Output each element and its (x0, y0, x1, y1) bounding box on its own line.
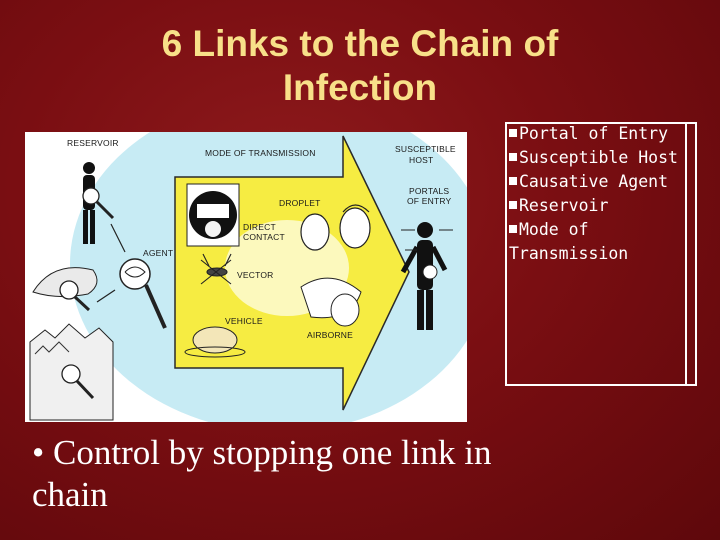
reservoir-arrow-2 (96, 289, 116, 303)
face-left (300, 213, 330, 251)
label-of-entry: OF ENTRY (407, 196, 452, 206)
face-right (339, 207, 371, 249)
susceptible-host-icon (400, 222, 448, 330)
label-droplet: DROPLET (279, 198, 321, 208)
list-item-causative-agent: Causative Agent (509, 170, 684, 194)
label-susceptible: SUSCEPTIBLE (395, 144, 456, 154)
title-line-1: 6 Links to the Chain of (161, 23, 559, 64)
list-item-susceptible-host: Susceptible Host (509, 146, 684, 170)
square-bullet-icon (509, 201, 517, 209)
label-agent: AGENT (143, 248, 173, 258)
droplet-highlight (197, 204, 229, 218)
magnifier-environment (61, 364, 81, 384)
label-airborne: AIRBORNE (307, 330, 353, 340)
mosquito-icon (200, 253, 232, 285)
square-bullet-icon (509, 129, 517, 137)
slide-title: 6 Links to the Chain of Infection (70, 22, 650, 110)
list-side-frame (685, 122, 697, 386)
magnifier-env-handle (75, 379, 95, 400)
list-item-mode-of-transmission: Mode of Transmission (509, 218, 684, 266)
host-marker (422, 264, 438, 280)
list-item-label: Mode of Transmission (509, 220, 629, 263)
list-item-label: Susceptible Host (519, 148, 678, 167)
label-direct: DIRECT (243, 222, 276, 232)
label-portals: PORTALS (409, 186, 449, 196)
label-reservoir: RESERVOIR (67, 138, 119, 148)
face-hair (342, 204, 370, 213)
reservoir-arrow-1 (110, 223, 126, 253)
agent-germ (124, 266, 146, 278)
square-bullet-icon (509, 225, 517, 233)
list-item-label: Reservoir (519, 196, 609, 215)
label-mode-of-transmission: MODE OF TRANSMISSION (205, 148, 316, 158)
bottom-bullet-text: • Control by stopping one link in chain (32, 433, 492, 514)
chain-of-infection-diagram: RESERVOIR MODE OF TRANSMISSION SUSCEPTIB… (25, 132, 467, 422)
diagram-svg: RESERVOIR MODE OF TRANSMISSION SUSCEPTIB… (29, 132, 467, 422)
list-item-label: Portal of Entry (519, 124, 669, 143)
list-item-reservoir: Reservoir (509, 194, 684, 218)
label-vector: VECTOR (237, 270, 273, 280)
links-list: Portal of Entry Susceptible Host Causati… (509, 122, 684, 266)
droplet-face (205, 221, 221, 237)
platter-icon (184, 346, 246, 358)
title-line-2: Infection (282, 67, 438, 108)
magnifier-handle (95, 200, 115, 220)
list-item-portal-of-entry: Portal of Entry (509, 122, 684, 146)
square-bullet-icon (509, 177, 517, 185)
square-bullet-icon (509, 153, 517, 161)
magnifier-animal-handle (73, 295, 91, 312)
label-contact: CONTACT (243, 232, 285, 242)
airborne-head (330, 293, 360, 327)
agent-magnifier-handle (144, 284, 167, 329)
turkey-icon (192, 326, 238, 354)
list-item-label: Causative Agent (519, 172, 669, 191)
trees-icon (34, 341, 70, 355)
list-border (505, 122, 686, 386)
magnifier-reservoir (82, 187, 100, 205)
agent-magnifier-icon (119, 258, 151, 290)
label-host: HOST (409, 155, 433, 165)
label-vehicle: VEHICLE (225, 316, 263, 326)
magnifier-animal (59, 280, 79, 300)
